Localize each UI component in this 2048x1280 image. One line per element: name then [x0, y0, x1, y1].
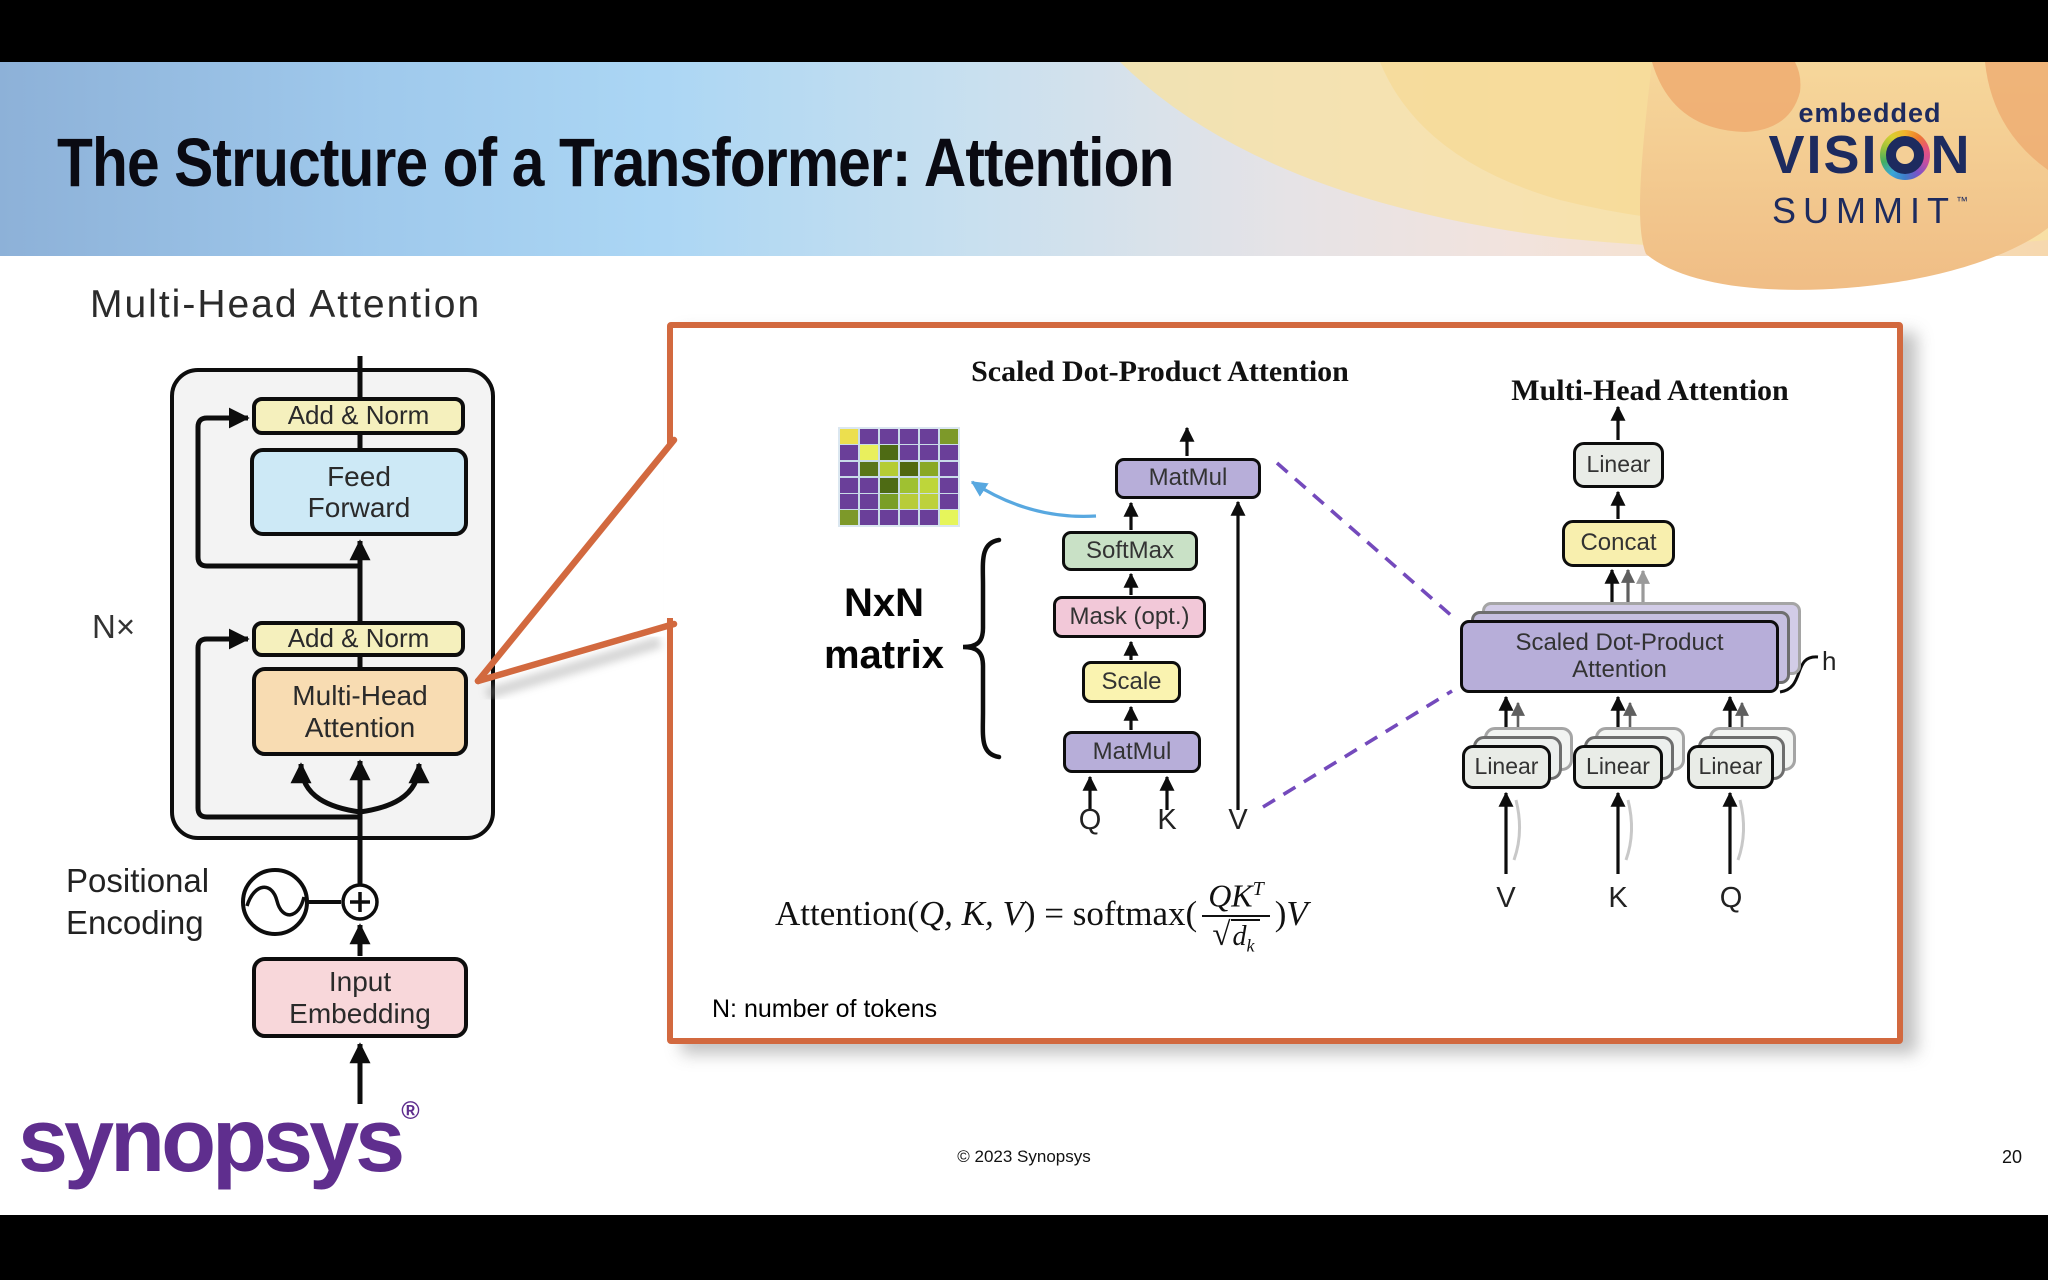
formula-close: ): [1274, 894, 1287, 933]
mha-v-label: V: [1496, 882, 1516, 914]
matrix-cell: [919, 461, 939, 477]
mha-concat-box: Concat: [1562, 520, 1675, 567]
formula-denominator: √dk: [1212, 917, 1260, 955]
matrix-cell: [939, 445, 958, 460]
encoder-block-container: [170, 368, 495, 840]
matrix-cell: [840, 510, 859, 525]
attention-formula: Attention(Q, K, V) = softmax(QKT√dk)V: [775, 868, 1308, 960]
add-norm-top-box: Add & Norm: [252, 397, 465, 435]
n-tokens-note: N: number of tokens: [712, 995, 938, 1023]
matrix-cell: [899, 477, 919, 493]
matrix-cell: [879, 461, 899, 477]
matrix-cell: [859, 477, 879, 493]
evs-logo-summit: SUMMIT™: [1762, 190, 1978, 232]
sdpa-k-label: K: [1157, 804, 1177, 836]
sdpa-matmul-bottom-box: MatMul: [1063, 731, 1201, 773]
matrix-cell: [899, 510, 919, 525]
registered-symbol: ®: [401, 1097, 420, 1125]
synopsys-wordmark: synopsys: [18, 1091, 405, 1191]
mha-diagram-title: Multi-Head Attention: [1511, 374, 1789, 407]
sdpa-scale-box: Scale: [1082, 661, 1181, 703]
matrix-cell: [939, 494, 958, 509]
vision-o-icon: [1879, 130, 1930, 180]
sdpa-v-label: V: [1228, 804, 1248, 836]
mha-sdpa-box: Scaled Dot-Product Attention: [1460, 620, 1779, 693]
matrix-cell: [899, 445, 919, 460]
sdpa-matmul-top-box: MatMul: [1115, 458, 1261, 499]
copyright-text: © 2023 Synopsys: [957, 1147, 1091, 1166]
letterbox-bottom: [0, 1215, 2048, 1280]
matrix-cell: [840, 445, 859, 460]
matrix-cell: [919, 429, 939, 444]
left-diagram-heading: Multi-Head Attention: [90, 283, 482, 326]
synopsys-logo: synopsys®: [18, 1096, 420, 1186]
vision-o-navy-ring: [1885, 136, 1924, 174]
evs-summit-text: SUMMIT: [1772, 190, 1956, 231]
mha-linear-q-box: Linear: [1687, 745, 1774, 789]
formula-fn: Attention(: [775, 894, 919, 933]
formula-tail-v: V: [1286, 894, 1308, 933]
formula-args: Q, K, V: [918, 894, 1024, 933]
mha-linear-v-box: Linear: [1462, 745, 1551, 789]
matrix-cell: [840, 477, 859, 493]
sdpa-mask-box: Mask (opt.): [1053, 596, 1206, 638]
matrix-cell: [840, 429, 859, 444]
head-count-label: h: [1822, 646, 1837, 676]
matrix-cell: [899, 494, 919, 509]
attention-matrix: [838, 427, 960, 527]
matrix-cell: [899, 461, 919, 477]
sdpa-diagram-title: Scaled Dot-Product Attention: [971, 355, 1349, 388]
formula-fraction: QKT√dk: [1202, 879, 1270, 955]
matrix-cell: [879, 494, 899, 509]
matrix-cell: [879, 429, 899, 444]
matrix-cell: [919, 494, 939, 509]
matrix-cell: [919, 510, 939, 525]
matrix-cell: [859, 494, 879, 509]
matrix-cell: [939, 429, 958, 444]
trademark-symbol: ™: [1955, 194, 1968, 208]
matrix-cell: [939, 510, 958, 525]
matrix-cell: [840, 494, 859, 509]
matrix-cell: [859, 445, 879, 460]
radical-sign: √: [1212, 917, 1231, 954]
sdpa-q-label: Q: [1078, 804, 1102, 836]
add-norm-bottom-box: Add & Norm: [252, 621, 465, 657]
matrix-cell: [859, 461, 879, 477]
matrix-cell: [899, 429, 919, 444]
feed-forward-box: Feed Forward: [250, 448, 468, 536]
page-title: The Structure of a Transformer: Attentio…: [57, 124, 1174, 201]
input-embedding-box: Input Embedding: [252, 957, 468, 1038]
nxn-matrix-label: NxN matrix: [823, 581, 945, 677]
mha-linear-k-box: Linear: [1573, 745, 1663, 789]
matrix-cell: [879, 445, 899, 460]
mha-q-label: Q: [1719, 882, 1743, 914]
matrix-cell: [879, 510, 899, 525]
matrix-cell: [919, 477, 939, 493]
evs-vision-post: N: [1930, 125, 1972, 185]
evs-logo-vision: VISI N: [1745, 128, 1995, 182]
matrix-cell: [859, 510, 879, 525]
mha-k-label: K: [1608, 882, 1628, 914]
matrix-cell: [879, 477, 899, 493]
letterbox-top: [0, 0, 2048, 62]
formula-numerator: QKT: [1202, 879, 1270, 918]
sdpa-softmax-box: SoftMax: [1062, 531, 1198, 571]
matrix-cell: [919, 445, 939, 460]
evs-vision-pre: VISI: [1768, 125, 1879, 185]
formula-mid: ) = softmax(: [1023, 894, 1198, 933]
mha-linear-out-box: Linear: [1573, 442, 1664, 488]
positional-encoding-label: Positional Encoding: [66, 862, 210, 941]
matrix-cell: [859, 429, 879, 444]
matrix-cell: [939, 477, 958, 493]
page-number: 20: [2001, 1147, 2022, 1167]
multi-head-attention-box: Multi-Head Attention: [252, 667, 468, 756]
repeat-count-label: N×: [92, 608, 136, 645]
matrix-cell: [840, 461, 859, 477]
matrix-cell: [939, 461, 958, 477]
